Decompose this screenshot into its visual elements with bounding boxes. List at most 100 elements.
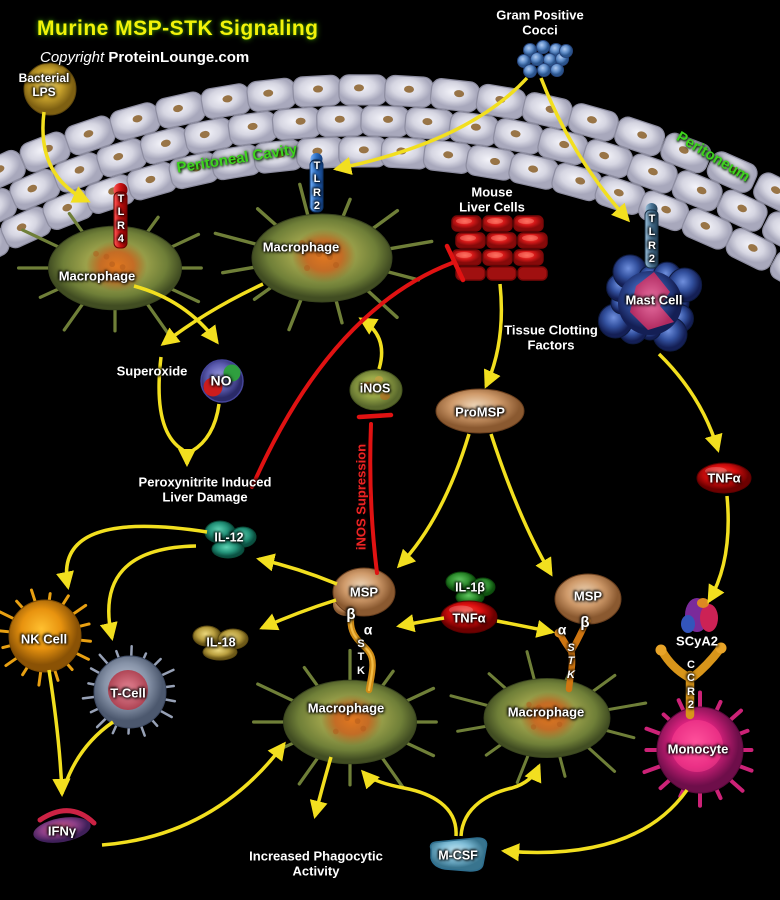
macrophage-cell-bottomleft — [251, 648, 438, 790]
monocyte-body — [642, 690, 754, 808]
epithelial-cell — [762, 211, 780, 255]
monocyte-label: Monocyte — [667, 741, 729, 757]
arrow-mcsf-to-macrophage-left — [360, 769, 458, 837]
macrophage-cell-bottomright — [449, 650, 648, 784]
epithelial-cell — [448, 111, 499, 147]
epithelial-cell — [292, 74, 342, 108]
arrow-cocci-to-tlr2 — [333, 76, 529, 175]
tlr4-receptor — [113, 183, 128, 249]
arrow-mast-to-tnfa — [657, 352, 723, 453]
epithelial-cell — [271, 106, 322, 141]
stk-right-label: S T K — [567, 641, 575, 681]
epithelial-cell — [537, 127, 589, 166]
mast-cell-core — [630, 272, 674, 330]
tlr2-mast-label: T L R 2 — [648, 213, 656, 266]
promsp-blob — [435, 388, 525, 434]
epithelial-cell — [316, 105, 366, 138]
macrophage-bottomleft-label: Macrophage — [307, 700, 385, 716]
arrow-macrophage-to-no — [133, 284, 219, 345]
scya2-blob — [681, 598, 718, 633]
arrow-tnfa-to-scya2 — [707, 495, 730, 604]
arrow-monocyte-to-mcsf — [500, 788, 689, 862]
epithelial-cell — [422, 139, 474, 174]
il12-label: IL-12 — [214, 530, 244, 545]
inhibit-peroxynitrite-liver — [250, 261, 454, 489]
arrow-il12-to-tcell — [99, 544, 197, 641]
arrow-msp-to-il12 — [256, 553, 338, 586]
tnfa-mid-label: TNFα — [452, 610, 486, 626]
arrow-msp-to-il18 — [259, 598, 337, 631]
tnfa-right-oval — [696, 462, 752, 494]
epithelial-cell — [681, 208, 733, 250]
no-label: NO — [210, 372, 232, 389]
gram-cocci-label: Gram Positive Cocci — [496, 7, 584, 38]
liver-cells-block — [451, 215, 548, 281]
t-cell-body — [81, 645, 177, 737]
macrophage-bottomright-label: Macrophage — [507, 704, 585, 720]
lps-sphere — [23, 62, 77, 116]
msp-left-label: MSP — [349, 584, 379, 600]
arrow-tcell-to-ifng — [62, 720, 114, 789]
macrophage-cell-topcenter — [213, 182, 434, 332]
stk-left-label: S T K — [357, 637, 365, 677]
peroxynitrite-label: Peroxynitrite Induced Liver Damage — [138, 474, 272, 505]
arrow-mcsf-to-macrophage-right — [459, 763, 542, 837]
epithelial-cell — [769, 250, 780, 294]
macrophage-topcenter-label: Macrophage — [262, 239, 340, 255]
epithelial-cell — [614, 116, 666, 157]
alpha-left-label: α — [363, 621, 373, 638]
molecules-layer — [23, 62, 752, 872]
arrow-ifng-to-macrophage — [101, 741, 286, 847]
copyright-word: Copyright — [40, 49, 109, 66]
line-superoxide-merge — [157, 356, 184, 452]
arrow-liver-to-promsp — [483, 283, 504, 389]
arrow-promsp-to-msp-left — [396, 433, 471, 569]
arrow-lps-to-tlr4 — [41, 111, 91, 203]
epithelial-cell — [168, 152, 220, 190]
arrow-macrophage-to-superoxide — [160, 282, 264, 346]
nk-cell-body — [0, 588, 92, 687]
arrows-layer — [41, 76, 730, 862]
nk-cell-label: NK Cell — [20, 631, 68, 647]
il1b-blob — [445, 571, 496, 606]
tlr2-receptor-macrophage — [309, 153, 324, 213]
beta-left-label: β — [346, 606, 356, 624]
il12-blob — [204, 520, 257, 559]
scya2-label: SCyA2 — [676, 633, 718, 649]
alpha-right-label: α — [557, 621, 567, 638]
msp-right-label: MSP — [573, 588, 603, 604]
arrow-tnfa-to-stk-right — [496, 619, 555, 638]
tlr4-label: T L R 4 — [117, 193, 125, 246]
epithelial-cell — [360, 105, 410, 138]
inos-suppression-label: iNOS Supression — [353, 443, 369, 551]
ifng-label: IFNγ — [47, 823, 77, 839]
epithelial-cell — [64, 115, 116, 156]
superoxide-label: Superoxide — [116, 363, 188, 379]
macrophage-topleft-label: Macrophage — [58, 268, 136, 284]
epithelial-cell — [753, 172, 780, 215]
bacterial-lps-label: Bacterial LPS — [18, 70, 70, 99]
stk-receptor-left — [347, 609, 376, 694]
arrow-macrophage-to-phagocytic — [309, 756, 333, 819]
inhibit-msp-inos — [368, 422, 379, 575]
ccr2-receptor — [655, 642, 727, 720]
arrow-promsp-to-msp-right — [489, 433, 553, 577]
il18-label: IL-18 — [206, 635, 236, 650]
arrow-nk-to-ifng — [47, 669, 71, 798]
mast-cell-label: Mast Cell — [625, 292, 683, 308]
epithelial-cell — [725, 228, 777, 271]
tnfa-right-label: TNFα — [707, 470, 741, 486]
mcsf-label: M-CSF — [438, 848, 478, 863]
arrow-tnfa-to-stk-left — [396, 614, 445, 633]
tlr2-macrophage-label: T L R 2 — [313, 160, 321, 213]
peritoneum-cell-band — [0, 74, 780, 294]
promsp-label: ProMSP — [455, 404, 505, 420]
inos-blob — [349, 369, 403, 411]
mouse-liver-label: Mouse Liver Cells — [459, 184, 525, 215]
epithelial-cell — [581, 139, 633, 179]
arrow-inos-to-macrophage — [358, 317, 384, 370]
tissue-clotting-label: Tissue Clotting Factors — [504, 322, 598, 353]
epithelial-cell — [671, 170, 723, 212]
